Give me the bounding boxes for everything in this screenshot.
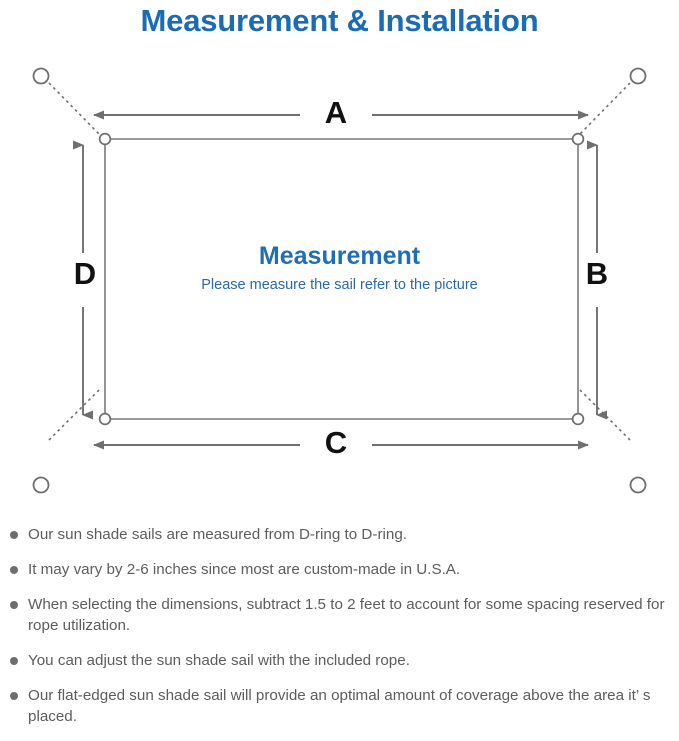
rope-bottom-right [579, 389, 631, 441]
anchor-point-top-right [629, 67, 647, 85]
list-item: It may vary by 2-6 inches since most are… [0, 559, 679, 580]
list-item: You can adjust the sun shade sail with t… [0, 650, 679, 671]
note-text: When selecting the dimensions, subtract … [28, 596, 665, 634]
bullet-icon [10, 692, 18, 700]
d-rings [98, 132, 585, 426]
note-text: Our sun shade sails are measured from D-… [28, 526, 407, 543]
notes-list: Our sun shade sails are measured from D-… [0, 524, 679, 741]
bullet-icon [10, 601, 18, 609]
list-item: Our flat-edged sun shade sail will provi… [0, 685, 679, 727]
dimension-label-a: A [324, 95, 348, 130]
d-ring-bottom-right [571, 412, 585, 426]
rope-top-right [579, 82, 631, 135]
bullet-icon [10, 531, 18, 539]
list-item: When selecting the dimensions, subtract … [0, 594, 679, 636]
dimension-label-b: B [585, 256, 609, 291]
d-ring-bottom-left [98, 412, 112, 426]
anchor-rings [32, 67, 647, 494]
bullet-icon [10, 566, 18, 574]
diagram-svg [32, 67, 647, 494]
note-text: It may vary by 2-6 inches since most are… [28, 561, 461, 578]
list-item: Our sun shade sails are measured from D-… [0, 524, 679, 545]
measurement-diagram: Measurement Please measure the sail refe… [0, 45, 679, 515]
page-title: Measurement & Installation [140, 3, 539, 38]
anchor-point-bottom-left [32, 476, 50, 494]
rope-bottom-left [48, 389, 100, 441]
shade-sail-body [104, 138, 579, 420]
anchor-point-bottom-right [629, 476, 647, 494]
note-text: You can adjust the sun shade sail with t… [28, 652, 410, 669]
rope-top-left [48, 82, 100, 135]
d-ring-top-right [571, 132, 585, 146]
dimension-label-d: D [73, 256, 97, 291]
d-ring-top-left [98, 132, 112, 146]
note-text: Our flat-edged sun shade sail will provi… [28, 687, 651, 725]
bullet-icon [10, 657, 18, 665]
dimension-label-c: C [324, 425, 348, 460]
anchor-point-top-left [32, 67, 50, 85]
